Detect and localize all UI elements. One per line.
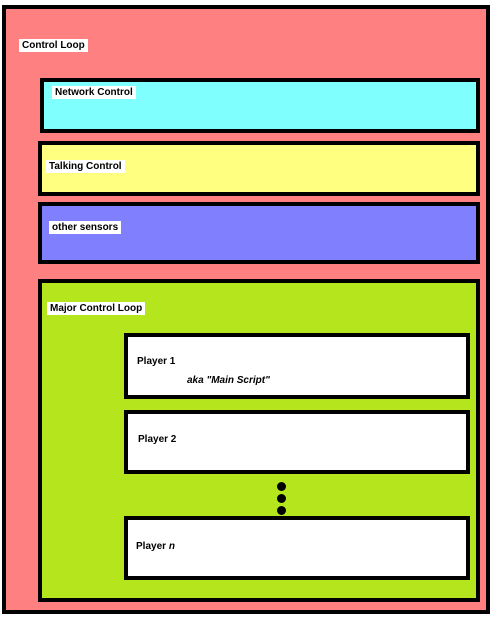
major-control-loop-label: Major Control Loop	[47, 302, 146, 315]
player-n-box	[124, 516, 470, 580]
ellipsis-dot	[277, 482, 286, 491]
ellipsis-dot	[277, 494, 286, 503]
player-n-label: Player n	[136, 540, 175, 553]
player-1-subtitle: aka "Main Script"	[187, 375, 270, 386]
player-n-prefix: Player	[136, 541, 169, 552]
ellipsis-dot	[277, 506, 286, 515]
player-2-label: Player 2	[138, 434, 177, 445]
control-loop-label: Control Loop	[19, 39, 88, 52]
player-2-box	[124, 410, 470, 474]
player-1-box	[124, 333, 470, 399]
player-1-label: Player 1	[137, 356, 176, 367]
other-sensors-label: other sensors	[49, 221, 122, 234]
player-n-variable: n	[168, 541, 175, 552]
network-control-label: Network Control	[52, 86, 136, 99]
talking-control-label: Talking Control	[46, 160, 125, 173]
